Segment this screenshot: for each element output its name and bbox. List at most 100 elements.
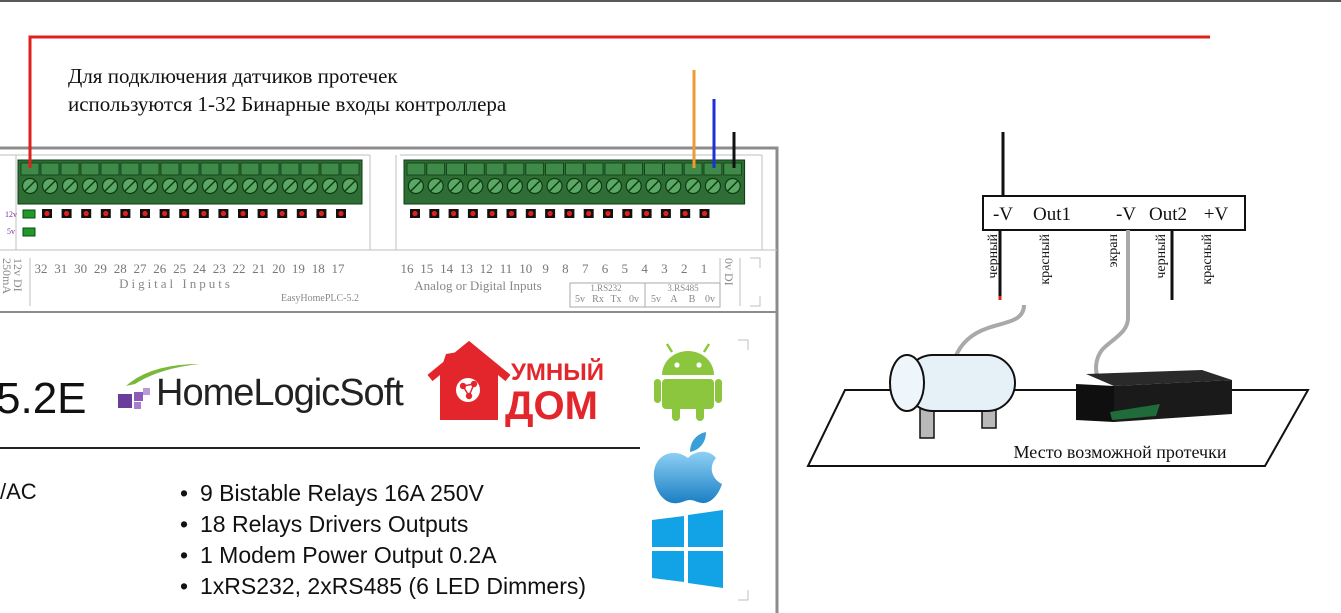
wire-label: экран bbox=[1106, 234, 1121, 268]
terminal-slot bbox=[40, 162, 60, 176]
label-5v: 5v bbox=[7, 227, 15, 236]
terminal-slot bbox=[280, 162, 300, 176]
terminal-block-analog bbox=[403, 159, 746, 205]
feature-item: 1 Modem Power Output 0.2A bbox=[180, 540, 586, 571]
input-number: 2 bbox=[681, 261, 688, 276]
input-number: 20 bbox=[272, 261, 285, 276]
wire-label: черный bbox=[1154, 234, 1169, 279]
terminal-slot bbox=[644, 162, 663, 176]
rs-pin-label: 5v bbox=[575, 294, 585, 305]
terminal-slot bbox=[584, 162, 604, 176]
input-number: 22 bbox=[233, 261, 246, 276]
floor-caption: Место возможной протечки bbox=[1014, 442, 1227, 462]
terminal-slot bbox=[100, 162, 120, 176]
rs-pin-label: 5v bbox=[651, 294, 661, 305]
input-number: 21 bbox=[252, 261, 265, 276]
input-number: 13 bbox=[460, 261, 473, 276]
umny-dom-logo: УМНЫЙ ДОМ bbox=[427, 340, 604, 428]
terminal-slot bbox=[465, 162, 485, 176]
label-0v-di: 0v DI bbox=[722, 258, 736, 286]
terminal-slot bbox=[485, 162, 505, 176]
rs-pin-label: B bbox=[689, 294, 696, 305]
terminal-slot bbox=[525, 162, 544, 176]
apple-icon bbox=[653, 432, 722, 504]
terminal-slot bbox=[340, 162, 360, 176]
input-number: 9 bbox=[542, 261, 549, 276]
terminal-slot bbox=[565, 162, 584, 176]
rs-pin-label: 0v bbox=[705, 294, 715, 305]
input-number: 24 bbox=[193, 261, 207, 276]
input-number: 23 bbox=[213, 261, 226, 276]
input-number: 28 bbox=[114, 261, 127, 276]
wire-label: красный bbox=[1038, 233, 1053, 284]
wire-label: красный bbox=[1200, 233, 1215, 284]
rs-pin-label: 0v bbox=[629, 294, 639, 305]
sensor-terminal-label: +V bbox=[1204, 204, 1229, 225]
sensor-terminal-label: Out1 bbox=[1033, 204, 1071, 225]
input-number: 1 bbox=[701, 261, 708, 276]
sensor-wires bbox=[953, 230, 1174, 379]
terminal-slot bbox=[60, 162, 80, 176]
input-number: 17 bbox=[332, 261, 346, 276]
terminal-slot bbox=[120, 162, 140, 176]
power-leds: 12v 5v bbox=[5, 209, 36, 237]
label-12v: 12v bbox=[5, 210, 17, 219]
note-line-1: Для подключения датчиков протечек bbox=[68, 64, 398, 88]
input-number: 8 bbox=[562, 261, 569, 276]
model-short-name: 5.2E bbox=[0, 374, 87, 423]
terminal-slot bbox=[446, 162, 465, 176]
wire-label: черный bbox=[986, 234, 1001, 279]
input-number: 15 bbox=[420, 261, 433, 276]
input-number: 27 bbox=[134, 261, 148, 276]
input-number: 4 bbox=[641, 261, 648, 276]
wiring-note: Для подключения датчиков протечек исполь… bbox=[68, 62, 506, 118]
input-number: 12 bbox=[480, 261, 493, 276]
note-line-2: используются 1-32 Бинарные входы контрол… bbox=[68, 92, 507, 116]
homelogic-logo-icon bbox=[118, 364, 200, 409]
brand-umny: УМНЫЙ bbox=[511, 358, 604, 386]
rs-pin-label: Rx bbox=[592, 294, 604, 305]
input-number: 5 bbox=[622, 261, 629, 276]
analog-inputs-title: Analog or Digital Inputs bbox=[414, 278, 541, 293]
input-number: 18 bbox=[312, 261, 325, 276]
rs-pin-label: A bbox=[670, 294, 678, 305]
sensor-terminal-label: -V bbox=[1116, 204, 1136, 225]
input-number: 3 bbox=[661, 261, 668, 276]
feature-item: 18 Relays Drivers Outputs bbox=[180, 509, 586, 540]
terminal-slot bbox=[140, 162, 160, 176]
terminal-slot bbox=[180, 162, 200, 176]
windows-icon bbox=[652, 510, 723, 588]
terminal-slot bbox=[426, 162, 445, 176]
terminal-slot bbox=[320, 162, 340, 176]
rs-pin-label: Tx bbox=[610, 294, 621, 305]
input-number: 11 bbox=[500, 261, 513, 276]
supply-text: /AC bbox=[0, 479, 37, 504]
rs232-title: 1.RS232 bbox=[590, 283, 621, 293]
controller-body bbox=[0, 146, 779, 613]
terminal-slot bbox=[200, 162, 220, 176]
wires bbox=[28, 35, 1210, 196]
brand-dom: ДОМ bbox=[505, 384, 598, 428]
feature-item: 1xRS232, 2xRS485 (6 LED Dimmers) bbox=[180, 571, 586, 602]
input-number: 14 bbox=[440, 261, 454, 276]
terminal-slot bbox=[604, 162, 624, 176]
terminal-slot bbox=[624, 162, 643, 176]
terminal-slot bbox=[80, 162, 100, 176]
terminal-slot bbox=[406, 162, 426, 176]
input-number: 10 bbox=[519, 261, 532, 276]
feature-list: 9 Bistable Relays 16A 250V18 Relays Driv… bbox=[180, 478, 586, 602]
feature-item: 9 Bistable Relays 16A 250V bbox=[180, 478, 586, 509]
input-number: 6 bbox=[602, 261, 609, 276]
input-number: 32 bbox=[35, 261, 48, 276]
terminal-slot bbox=[240, 162, 260, 176]
sensor-terminal-label: -V bbox=[993, 204, 1013, 225]
label-250ma: 250mA bbox=[0, 258, 14, 294]
led-row-analog bbox=[410, 209, 710, 218]
input-number: 7 bbox=[582, 261, 589, 276]
input-number: 30 bbox=[74, 261, 87, 276]
brand-homelogic: HomeLogicSoft bbox=[156, 372, 404, 414]
terminal-block-digital bbox=[17, 159, 363, 205]
